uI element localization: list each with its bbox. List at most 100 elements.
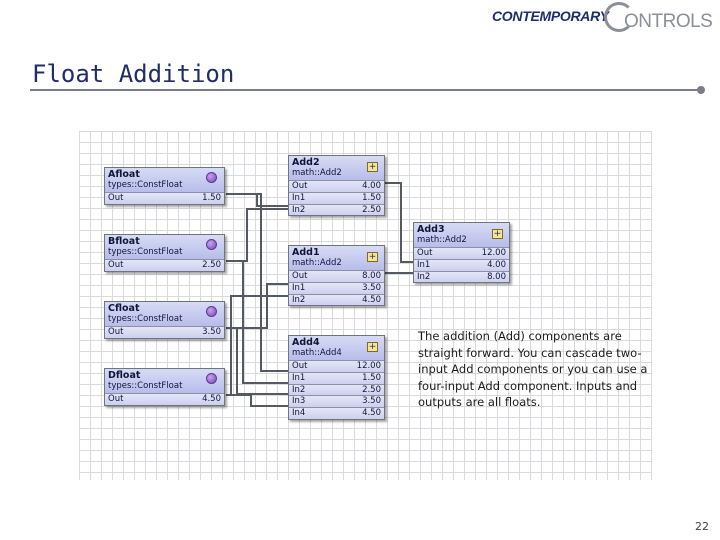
slot-value: 12.00	[481, 248, 506, 258]
slot-value: 2.50	[202, 260, 221, 270]
slot-label: In3	[292, 396, 306, 407]
logo-c-mark-icon	[604, 2, 634, 32]
expand-icon[interactable]: +	[367, 342, 378, 352]
slot-label: In2	[292, 384, 306, 395]
slot-in2[interactable]: In2 4.50	[289, 293, 384, 306]
slot-value: 4.50	[362, 294, 381, 305]
block-name: Add3	[417, 224, 445, 235]
block-name: Add4	[292, 337, 320, 348]
page-number: 22	[695, 520, 709, 533]
slot-out[interactable]: Out 8.00	[289, 270, 384, 282]
block-name: Bfloat	[108, 236, 140, 247]
slot-label: In1	[292, 372, 306, 383]
slot-value: 4.50	[202, 394, 221, 404]
slot-in1[interactable]: In1 1.50	[289, 191, 384, 204]
slot-value: 12.00	[356, 361, 381, 371]
block-add4[interactable]: Add4 math::Add4 + Out 12.00 In1 1.50 In2…	[288, 335, 385, 420]
block-name: Add1	[292, 247, 320, 258]
slide-title: Float Addition	[32, 60, 235, 88]
slot-out[interactable]: Out 12.00	[289, 360, 384, 372]
block-name: Afloat	[108, 169, 140, 180]
wire-add2-out-add3-in1	[385, 182, 414, 263]
expand-icon[interactable]: +	[367, 162, 378, 172]
slot-value: 1.50	[202, 193, 221, 203]
wire-dfloat-add4-in4	[226, 394, 291, 407]
status-dot-icon	[206, 172, 217, 183]
slot-in4[interactable]: In4 4.50	[289, 407, 384, 419]
slot-in2[interactable]: In2 8.00	[414, 270, 509, 283]
block-header: Add2 math::Add2 +	[289, 156, 384, 180]
slot-label: Out	[292, 271, 308, 281]
slot-label: In4	[292, 408, 306, 419]
slot-in2[interactable]: In2 2.50	[289, 203, 384, 216]
block-type: types::ConstFloat	[108, 247, 183, 257]
slot-in1[interactable]: In1 4.00	[414, 258, 509, 271]
status-dot-icon	[206, 306, 217, 317]
slot-value: 3.50	[362, 396, 381, 407]
block-header: Bfloat types::ConstFloat	[105, 235, 224, 259]
slot-label: Out	[108, 327, 124, 337]
block-add3[interactable]: Add3 math::Add2 + Out 12.00 In1 4.00 In2…	[413, 222, 510, 284]
logo-text-right: ONTROLS	[624, 11, 713, 32]
slot-label: Out	[108, 394, 124, 404]
block-dfloat[interactable]: Dfloat types::ConstFloat Out 4.50	[104, 368, 225, 406]
block-name: Add2	[292, 157, 320, 168]
slot-out[interactable]: Out 3.50	[105, 326, 224, 338]
block-header: Afloat types::ConstFloat	[105, 168, 224, 192]
slot-in2[interactable]: In2 2.50	[289, 383, 384, 396]
slot-out[interactable]: Out 1.50	[105, 192, 224, 204]
slot-in1[interactable]: In1 3.50	[289, 281, 384, 294]
slot-label: In1	[292, 192, 306, 203]
status-dot-icon	[206, 373, 217, 384]
block-name: Dfloat	[108, 370, 141, 381]
block-header: Dfloat types::ConstFloat	[105, 369, 224, 393]
slot-value: 8.00	[362, 271, 381, 281]
block-afloat[interactable]: Afloat types::ConstFloat Out 1.50	[104, 167, 225, 205]
block-header: Add4 math::Add4 +	[289, 336, 384, 360]
slot-value: 3.50	[202, 327, 221, 337]
slot-in3[interactable]: In3 3.50	[289, 395, 384, 408]
block-add1[interactable]: Add1 math::Add2 + Out 8.00 In1 3.50 In2 …	[288, 245, 385, 307]
slot-out[interactable]: Out 2.50	[105, 259, 224, 271]
block-header: Add1 math::Add2 +	[289, 246, 384, 270]
slot-value: 4.00	[362, 181, 381, 191]
wire-bfloat-add2-in2	[226, 208, 291, 262]
slot-label: In2	[417, 271, 431, 282]
title-underline	[30, 89, 702, 91]
slot-out[interactable]: Out 4.00	[289, 180, 384, 192]
slot-label: In2	[292, 294, 306, 305]
block-header: Cfloat types::ConstFloat	[105, 302, 224, 326]
slot-in1[interactable]: In1 1.50	[289, 371, 384, 384]
slot-label: Out	[108, 260, 124, 270]
company-logo: CONTEMPORARY ONTROLS	[490, 2, 716, 38]
slot-label: Out	[108, 193, 124, 203]
wire-dfloat-add1-in2	[226, 295, 291, 396]
block-type: math::Add4	[292, 348, 342, 358]
wire-links	[226, 182, 414, 407]
description-text: The addition (Add) components are straig…	[418, 329, 648, 409]
slot-value: 2.50	[362, 384, 381, 395]
expand-icon[interactable]: +	[492, 229, 503, 239]
slot-label: Out	[417, 248, 433, 258]
wire-cfloat-add4-in3	[226, 327, 291, 395]
wire-cfloat-add1-in1	[226, 283, 291, 329]
block-type: math::Add2	[292, 168, 342, 178]
slot-value: 2.50	[362, 204, 381, 215]
slot-label: In1	[292, 282, 306, 293]
block-header: Add3 math::Add2 +	[414, 223, 509, 247]
block-bfloat[interactable]: Bfloat types::ConstFloat Out 2.50	[104, 234, 225, 272]
slot-value: 1.50	[362, 192, 381, 203]
slot-label: In2	[292, 204, 306, 215]
block-type: math::Add2	[292, 258, 342, 268]
block-cfloat[interactable]: Cfloat types::ConstFloat Out 3.50	[104, 301, 225, 339]
block-add2[interactable]: Add2 math::Add2 + Out 4.00 In1 1.50 In2 …	[288, 155, 385, 217]
block-type: types::ConstFloat	[108, 381, 183, 391]
block-type: types::ConstFloat	[108, 180, 183, 190]
slot-out[interactable]: Out 4.50	[105, 393, 224, 405]
wire-bfloat-add4-in2	[226, 260, 291, 384]
slot-value: 4.00	[487, 259, 506, 270]
expand-icon[interactable]: +	[367, 252, 378, 262]
slot-value: 1.50	[362, 372, 381, 383]
slot-label: Out	[292, 361, 308, 371]
slot-out[interactable]: Out 12.00	[414, 247, 509, 259]
